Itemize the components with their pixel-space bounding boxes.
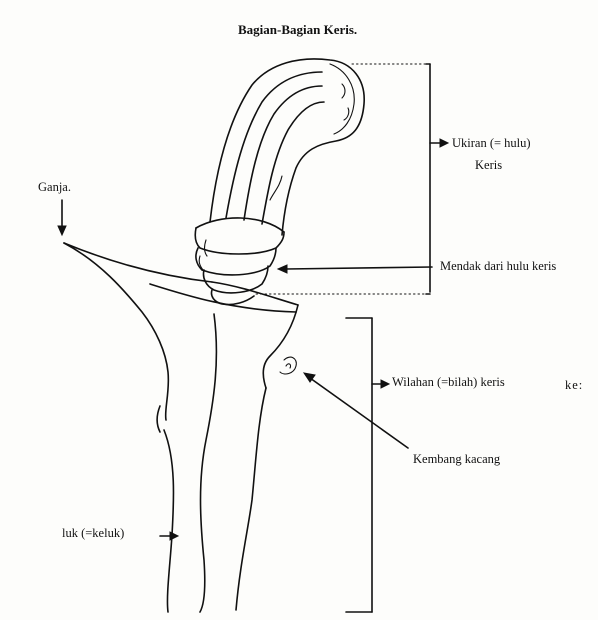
label-keris: Keris (475, 158, 502, 173)
label-ukiran: Ukiran (= hulu) (452, 136, 531, 151)
mendak-drawing (195, 218, 284, 305)
luk-arrow (160, 532, 178, 540)
label-luk: luk (=keluk) (62, 526, 124, 541)
label-kembang-kacang: Kembang kacang (413, 452, 500, 467)
ganja-arrow (58, 200, 66, 235)
label-mendak: Mendak dari hulu keris (440, 259, 556, 274)
mendak-arrow (278, 265, 432, 273)
ukiran-bracket (256, 64, 448, 294)
label-fragment: ke: (565, 378, 583, 393)
wilahan-bracket (346, 318, 389, 612)
blade-drawing (64, 243, 298, 612)
label-wilahan: Wilahan (=bilah) keris (392, 375, 505, 390)
diagram-title: Bagian-Bagian Keris. (238, 22, 357, 38)
label-ganja: Ganja. (38, 180, 71, 195)
hilt-drawing (210, 59, 364, 235)
